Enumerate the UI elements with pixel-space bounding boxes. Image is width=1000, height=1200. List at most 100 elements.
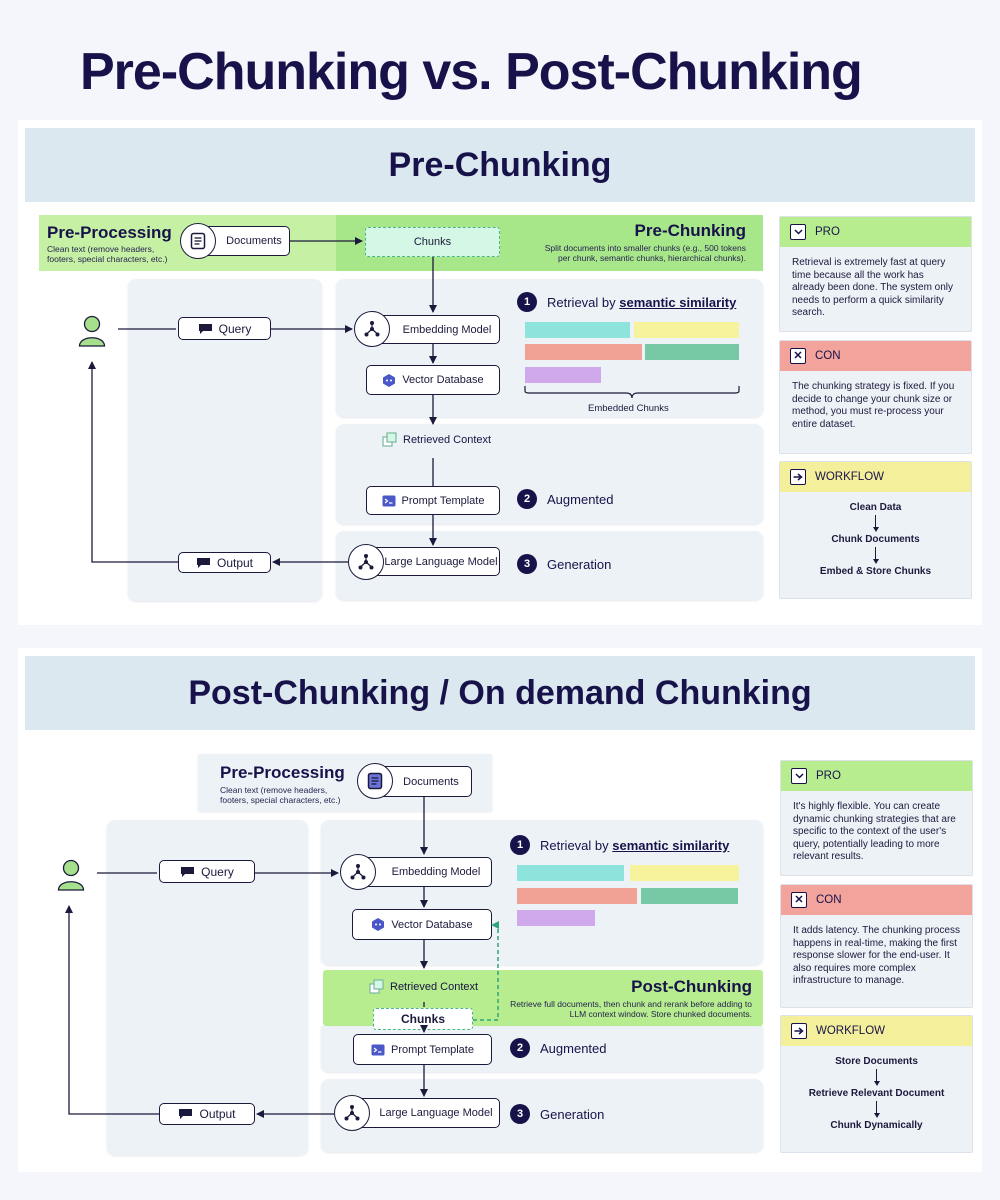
query-label: Query: [201, 864, 234, 879]
step-3-label: Generation: [540, 1107, 605, 1122]
embedded-chunk-chip: [525, 367, 601, 383]
pro-header: PRO: [781, 761, 972, 791]
embedding-model-label: Embedding Model: [391, 866, 481, 878]
step-1-label: Retrieval by semantic similarity: [540, 838, 730, 853]
network-icon: [354, 311, 390, 347]
embedding-model-label: Embedding Model: [402, 323, 492, 336]
pre-con-card: ✕ CON The chunking strategy is fixed. If…: [779, 340, 972, 454]
post-flow-arrows: [65, 797, 499, 1118]
step-3-badge: 3: [517, 554, 537, 574]
terminal-icon: [371, 1044, 385, 1055]
layers-icon: [382, 432, 397, 447]
step-3-badge: 3: [510, 1104, 530, 1124]
embedded-chunk-chip: [634, 322, 739, 338]
embedded-chunk-chip: [517, 910, 595, 926]
post-vector-database-node: Vector Database: [352, 909, 492, 940]
document-icon: [180, 223, 216, 259]
network-icon: [348, 544, 384, 580]
post-workflow-card: WORKFLOW Store Documents Retrieve Releva…: [780, 1015, 973, 1153]
post-chunking-title: Post-Chunking: [631, 977, 752, 996]
embedded-chunk-chip: [645, 344, 739, 360]
embedded-chunk-chip: [525, 322, 630, 338]
con-header: ✕ CON: [781, 885, 972, 915]
post-embedding-model-node: Embedding Model: [356, 857, 492, 887]
pre-llm-node: Large Language Model: [360, 547, 500, 576]
embedded-chunk-chip: [641, 888, 738, 904]
pre-flow-arrows: [88, 237, 437, 566]
chat-bubble-icon: [181, 866, 195, 877]
pre-chunking-desc: Split documents into smaller chunks (e.g…: [544, 243, 746, 263]
post-llm-node: Large Language Model: [348, 1098, 500, 1128]
output-label: Output: [199, 1107, 236, 1121]
step-2-badge: 2: [510, 1038, 530, 1058]
pro-text: It's highly flexible. You can create dyn…: [793, 801, 956, 862]
pre-output-node: Output: [178, 552, 271, 573]
output-label: Output: [216, 555, 254, 570]
chat-bubble-icon: [196, 557, 210, 568]
post-pro-card: PRO It's highly flexible. You can create…: [780, 760, 973, 876]
embedded-chunks-label: Embedded Chunks: [588, 403, 669, 414]
embedded-chunk-chip: [525, 344, 642, 360]
down-arrow-icon: [871, 1067, 883, 1088]
pre-retrieved-context-node: Retrieved Context: [382, 432, 491, 447]
workflow-header: WORKFLOW: [781, 1016, 972, 1046]
documents-label: Documents: [403, 775, 459, 788]
pre-chunking-section-title: Pre-Chunking: [388, 145, 612, 184]
pre-processing-desc: Clean text (remove headers, footers, spe…: [47, 244, 168, 264]
post-retrieved-context-node: Retrieved Context: [369, 979, 478, 994]
workflow-step: Store Documents: [835, 1056, 918, 1067]
workflow-step: Chunk Dynamically: [830, 1120, 923, 1131]
embedded-chunk-chip: [630, 865, 739, 881]
pre-chunking-header-band: Pre-Chunking: [25, 128, 975, 202]
network-icon: [340, 854, 376, 890]
post-chunking-header-band: Post-Chunking / On demand Chunking: [25, 656, 975, 730]
embedded-chunks-brace: [524, 386, 740, 399]
chunks-label: Chunks: [413, 236, 452, 248]
step-2-label: Augmented: [547, 492, 614, 507]
down-arrow-icon: [870, 513, 882, 534]
close-x-icon: ✕: [790, 348, 806, 364]
user-icon: [57, 859, 85, 891]
post-chunking-desc: Retrieve full documents, then chunk and …: [510, 999, 752, 1019]
con-text: It adds latency. The chunking process ha…: [793, 925, 960, 986]
workflow-step: Retrieve Relevant Document: [808, 1088, 945, 1099]
step-2-label: Augmented: [540, 1041, 607, 1056]
arrow-right-box-icon: [790, 469, 806, 485]
post-pre-processing-desc: Clean text (remove headers, footers, spe…: [220, 785, 341, 805]
chunks-label: Chunks: [400, 1012, 445, 1026]
prompt-template-label: Prompt Template: [401, 494, 485, 507]
documents-label: Documents: [226, 235, 282, 247]
chat-bubble-icon: [179, 1109, 193, 1119]
terminal-icon: [382, 495, 396, 506]
step-3-label: Generation: [547, 557, 612, 572]
step-1-badge: 1: [517, 292, 537, 312]
post-prompt-template-node: Prompt Template: [353, 1034, 492, 1065]
vector-database-label: Vector Database: [402, 374, 484, 386]
retrieved-context-label: Retrieved Context: [403, 433, 492, 446]
con-text: The chunking strategy is fixed. If you d…: [792, 381, 955, 430]
pre-processing-title: Pre-Processing: [47, 223, 172, 242]
pre-query-node: Query: [178, 317, 271, 340]
database-hex-icon: [383, 373, 396, 387]
down-arrow-icon: [871, 1099, 883, 1120]
post-output-node: Output: [159, 1103, 255, 1125]
workflow-steps: Clean Data Chunk Documents Embed & Store…: [780, 492, 971, 577]
close-x-icon: ✕: [791, 892, 807, 908]
workflow-step: Clean Data: [849, 502, 902, 513]
post-chunking-section-title: Post-Chunking / On demand Chunking: [188, 673, 812, 712]
pro-text: Retrieval is extremely fast at query tim…: [792, 257, 954, 318]
query-label: Query: [218, 321, 252, 336]
prompt-template-label: Prompt Template: [391, 1043, 474, 1056]
pre-pro-card: PRO Retrieval is extremely fast at query…: [779, 216, 972, 332]
chat-bubble-icon: [198, 323, 212, 334]
pre-prompt-template-node: Prompt Template: [366, 486, 500, 515]
con-header: ✕ CON: [780, 341, 971, 371]
pre-vector-database-node: Vector Database: [366, 365, 500, 395]
document-icon: [357, 763, 393, 799]
pre-workflow-card: WORKFLOW Clean Data Chunk Documents Embe…: [779, 461, 972, 599]
pre-embedding-model-node: Embedding Model: [368, 315, 500, 344]
retrieved-context-label: Retrieved Context: [390, 980, 479, 993]
post-pre-processing-title: Pre-Processing: [220, 763, 345, 782]
step-1-badge: 1: [510, 835, 530, 855]
workflow-steps: Store Documents Retrieve Relevant Docume…: [781, 1046, 972, 1131]
